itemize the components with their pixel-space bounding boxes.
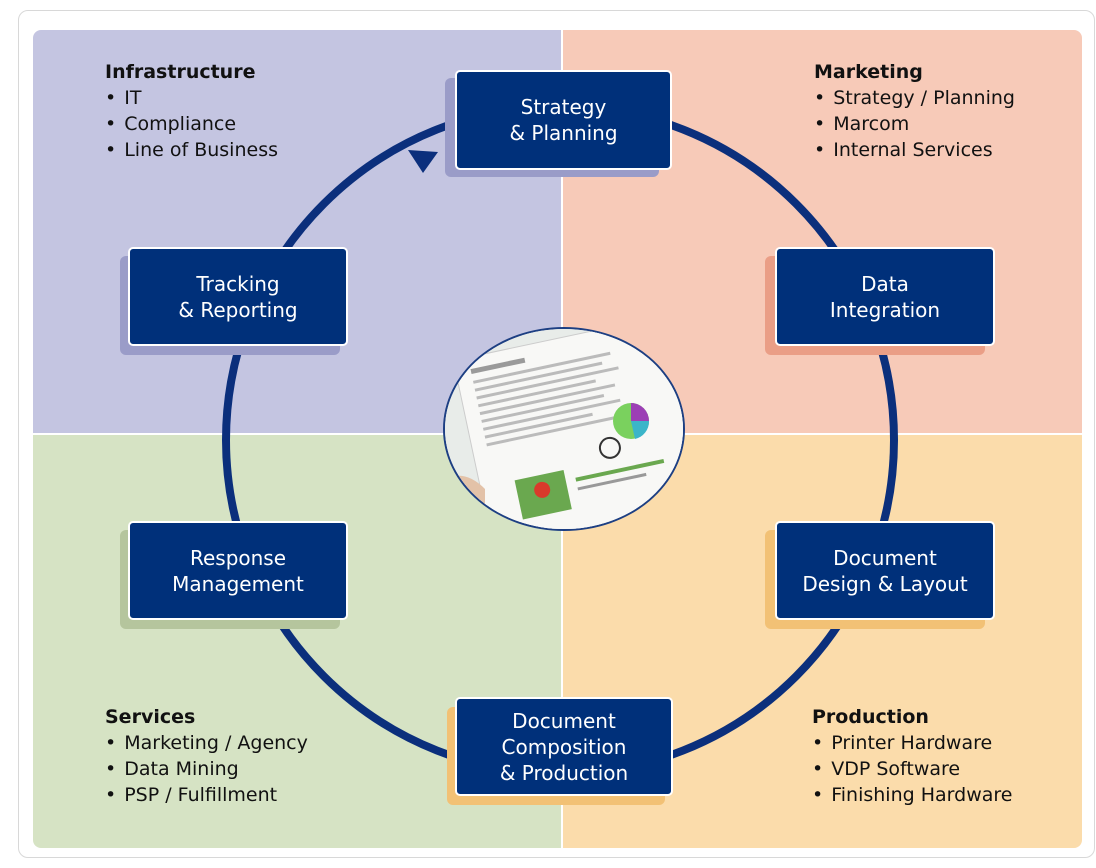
infrastructure-item: Compliance <box>105 111 278 137</box>
tracking-reporting-label: Tracking & Reporting <box>178 271 298 322</box>
document-design-layout-label: Document Design & Layout <box>802 545 968 596</box>
production-item: Finishing Hardware <box>812 782 1012 808</box>
data-integration-label: Data Integration <box>829 271 941 322</box>
services-title: Services <box>105 706 196 728</box>
production-title: Production <box>812 706 929 728</box>
infrastructure-item: IT <box>105 85 278 111</box>
document-composition-production-box: Document Composition & Production <box>455 697 673 796</box>
infrastructure-item: Line of Business <box>105 137 278 163</box>
document-composition-production-label: Document Composition & Production <box>499 708 629 785</box>
production-block: Production Printer Hardware VDP Software… <box>812 704 1012 808</box>
services-item: Data Mining <box>105 756 308 782</box>
tracking-reporting-box: Tracking & Reporting <box>128 247 348 346</box>
cycle-arrow-icon <box>408 150 438 173</box>
marketing-item: Marcom <box>814 111 1015 137</box>
marketing-title: Marketing <box>814 61 923 83</box>
center-document-photo <box>443 327 685 531</box>
production-item: VDP Software <box>812 756 1012 782</box>
printed-document-icon <box>445 329 683 529</box>
response-management-label: Response Management <box>172 545 304 596</box>
services-item: Marketing / Agency <box>105 730 308 756</box>
marketing-item: Strategy / Planning <box>814 85 1015 111</box>
marketing-block: Marketing Strategy / Planning Marcom Int… <box>814 59 1015 163</box>
infrastructure-title: Infrastructure <box>105 61 256 83</box>
production-item: Printer Hardware <box>812 730 1012 756</box>
strategy-planning-box: Strategy & Planning <box>455 70 672 170</box>
data-integration-box: Data Integration <box>775 247 995 346</box>
document-design-layout-box: Document Design & Layout <box>775 521 995 620</box>
strategy-planning-label: Strategy & Planning <box>509 95 618 145</box>
marketing-item: Internal Services <box>814 137 1015 163</box>
response-management-box: Response Management <box>128 521 348 620</box>
services-block: Services Marketing / Agency Data Mining … <box>105 704 308 808</box>
infrastructure-block: Infrastructure IT Compliance Line of Bus… <box>105 59 278 163</box>
services-item: PSP / Fulfillment <box>105 782 308 808</box>
